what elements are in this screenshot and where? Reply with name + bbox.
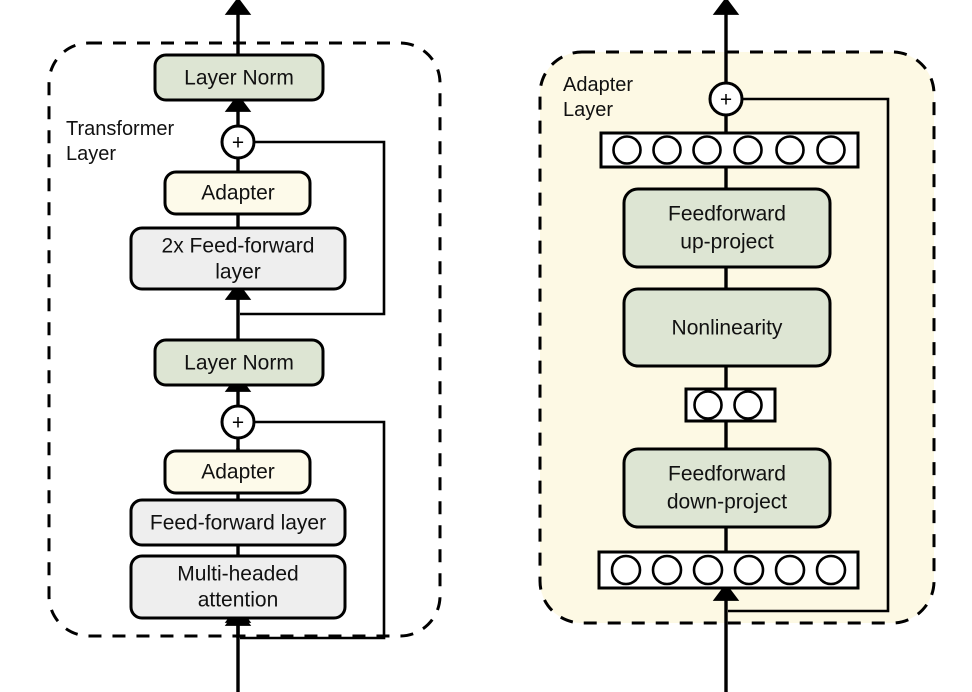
neuron [733, 554, 765, 586]
residual-add-upper-glyph: + [232, 132, 244, 155]
node-layer-norm-top-label: Layer Norm [184, 67, 294, 90]
neuron-row-bottom-box [597, 550, 860, 590]
neuron [652, 135, 682, 165]
node-feedforward-down-project-label-line1: Feedforward [668, 463, 786, 486]
node-feed-forward-2x[interactable]: 2x Feed-forward layer [129, 226, 347, 291]
neuron-row-top-box [599, 131, 860, 169]
neuron [692, 554, 724, 586]
node-adapter-lower[interactable]: Adapter [163, 449, 312, 495]
node-feed-forward-2x-label-line2: layer [215, 261, 261, 284]
residual-add-upper[interactable]: + [220, 124, 256, 160]
node-nonlinearity-label: Nonlinearity [672, 317, 783, 340]
panel-transformer-layer: Transformer Layer [47, 0, 442, 692]
node-feedforward-up-project-label-line1: Feedforward [668, 203, 786, 226]
transformer-layer-title-line1: Transformer [66, 118, 175, 140]
node-feedforward-up-project-box [622, 187, 832, 269]
node-feedforward-down-project[interactable]: Feedforward down-project [622, 447, 832, 529]
node-layer-norm-top-box [153, 53, 325, 102]
node-feed-forward-2x-label-line1: 2x Feed-forward [162, 235, 315, 258]
adapter-layer-title-line1: Adapter [563, 74, 633, 96]
neuron [816, 135, 846, 165]
neuron [612, 135, 642, 165]
node-multi-headed-attention-label-line1: Multi-headed [177, 563, 298, 586]
residual-skip-lower [240, 420, 386, 640]
neuron [651, 554, 683, 586]
adapter-residual-skip [728, 97, 890, 613]
node-feed-forward-layer-box [129, 498, 347, 547]
node-feedforward-up-project[interactable]: Feedforward up-project [622, 187, 832, 269]
node-layer-norm-mid-box [153, 338, 325, 387]
node-layer-norm-mid-label: Layer Norm [184, 352, 294, 375]
neuron [733, 390, 763, 420]
neuron-row-middle[interactable] [684, 387, 777, 423]
neuron [733, 135, 763, 165]
node-feed-forward-layer[interactable]: Feed-forward layer [129, 498, 347, 547]
node-multi-headed-attention-box [129, 554, 347, 620]
node-feed-forward-2x-box [129, 226, 347, 291]
node-adapter-upper-label: Adapter [201, 182, 275, 205]
neuron [610, 554, 642, 586]
transformer-layer-border [47, 41, 442, 638]
node-layer-norm-mid[interactable]: Layer Norm [153, 338, 325, 387]
node-multi-headed-attention-label-line2: attention [198, 589, 279, 612]
node-feedforward-up-project-label-line2: up-project [680, 231, 774, 254]
adapter-residual-add-glyph: + [720, 89, 732, 112]
residual-add-lower[interactable]: + [220, 404, 256, 440]
node-layer-norm-top[interactable]: Layer Norm [153, 53, 325, 102]
node-adapter-lower-box [163, 449, 312, 495]
neuron [815, 554, 847, 586]
residual-skip-upper [240, 140, 386, 316]
adapter-residual-add[interactable]: + [708, 81, 744, 117]
node-feedforward-down-project-box [622, 447, 832, 529]
neuron [693, 390, 723, 420]
adapter-residual-add-circle [708, 81, 744, 117]
residual-add-lower-glyph: + [232, 412, 244, 435]
node-multi-headed-attention[interactable]: Multi-headed attention [129, 554, 347, 620]
neuron [775, 135, 805, 165]
node-adapter-upper-box [163, 170, 312, 216]
node-nonlinearity[interactable]: Nonlinearity [622, 287, 832, 368]
neuron-row-bottom[interactable] [597, 550, 860, 590]
panel-adapter-layer: Adapter Layer [538, 0, 936, 692]
residual-add-upper-circle [220, 124, 256, 160]
node-adapter-upper[interactable]: Adapter [163, 170, 312, 216]
transformer-layer-title-line2: Layer [66, 143, 116, 165]
node-feedforward-down-project-label-line2: down-project [667, 491, 787, 514]
node-feed-forward-layer-label: Feed-forward layer [150, 512, 326, 535]
neuron [692, 135, 722, 165]
residual-add-lower-circle [220, 404, 256, 440]
node-nonlinearity-box [622, 287, 832, 368]
neuron-row-top[interactable] [599, 131, 860, 169]
node-adapter-lower-label: Adapter [201, 461, 275, 484]
neuron [774, 554, 806, 586]
adapter-layer-title-line2: Layer [563, 99, 613, 121]
